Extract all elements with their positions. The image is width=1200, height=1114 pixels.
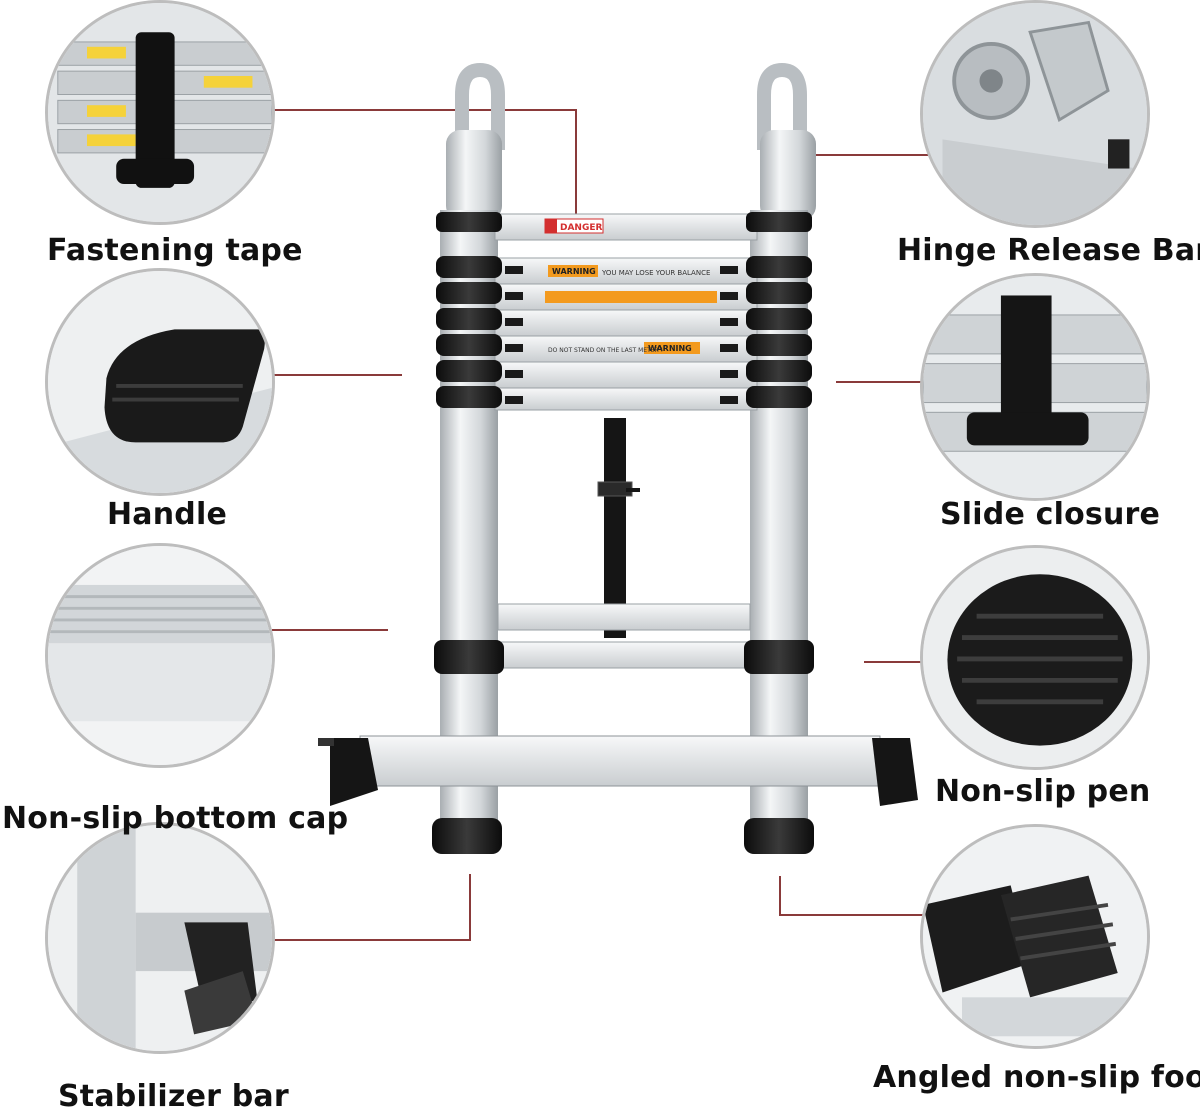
right-foot	[744, 818, 814, 854]
label-hinge-release-bar: Hinge Release Bar	[897, 233, 1200, 268]
leader-stabilizer	[272, 874, 471, 941]
stabilizer-bar	[318, 735, 918, 806]
warning-bottom-label: WARNING	[648, 344, 692, 353]
top-hooks	[446, 62, 816, 220]
label-fastening-tape: Fastening tape	[47, 233, 303, 268]
detail-stabilizer-bar	[45, 822, 275, 1054]
detail-hinge-release-bar	[920, 0, 1150, 228]
leader-angled-foot	[779, 876, 928, 916]
lower-rung-2	[497, 641, 751, 669]
danger-label: DANGER	[560, 223, 603, 233]
detail-non-slip-bottom-cap	[45, 543, 275, 768]
warning-bottom-text: DO NOT STAND ON THE LAST METER !	[548, 347, 663, 354]
label-handle: Handle	[107, 497, 228, 532]
detail-non-slip-pen	[920, 545, 1150, 770]
pole-collars	[436, 212, 812, 408]
strap	[597, 418, 640, 638]
label-angled-non-slip-foot: Angled non-slip foot	[873, 1060, 1200, 1095]
leader-fastening-tape	[272, 109, 577, 220]
warning-top-text: YOU MAY LOSE YOUR BALANCE	[601, 269, 710, 277]
label-stabilizer-bar: Stabilizer bar	[58, 1079, 289, 1114]
leader-lines	[272, 109, 928, 941]
left-foot	[432, 818, 502, 854]
detail-handle	[45, 268, 275, 496]
label-non-slip-pen: Non-slip pen	[935, 774, 1151, 809]
detail-fastening-tape	[45, 0, 275, 225]
rung-stack: DANGER WARNING YOU MAY LOSE YOUR BALANCE…	[494, 213, 758, 411]
lower-rung-1	[497, 603, 751, 631]
label-slide-closure: Slide closure	[940, 497, 1161, 532]
detail-angled-non-slip-foot	[920, 824, 1150, 1049]
detail-slide-closure	[920, 273, 1150, 501]
label-non-slip-bottom-cap: Non-slip bottom cap	[2, 801, 349, 836]
warning-top-label: WARNING	[552, 267, 596, 276]
